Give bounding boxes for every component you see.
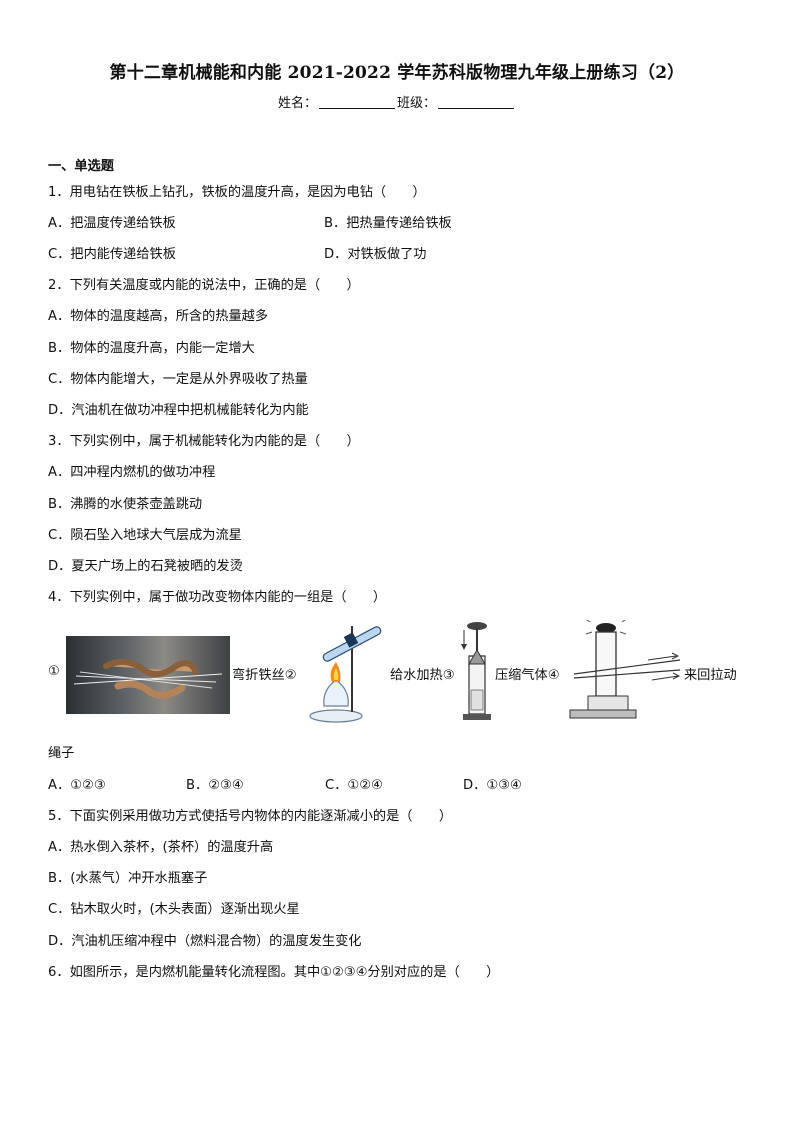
hands-bending-wire-icon — [73, 658, 223, 699]
fig1-marker: ① — [48, 664, 60, 679]
q4-option-a[interactable]: A．①②③ — [48, 778, 106, 793]
q1-option-c[interactable]: C．把内能传递给铁板 — [48, 247, 176, 262]
bending-wire-photo — [66, 636, 230, 714]
q5-option-d[interactable]: D．汽油机压缩冲程中（燃料混合物）的温度发生变化 — [48, 934, 362, 949]
q3-option-d[interactable]: D．夏天广场上的石凳被晒的发烫 — [48, 559, 243, 574]
fig3-caption: 压缩气体④ — [495, 668, 560, 683]
class-label: 班级： — [397, 96, 437, 111]
air-compression-cylinder-icon — [461, 622, 491, 720]
q1-option-b[interactable]: B．把热量传递给铁板 — [324, 216, 452, 231]
name-blank[interactable] — [319, 96, 395, 109]
q2-option-a[interactable]: A．物体的温度越高，所含的热量越多 — [48, 309, 269, 324]
q3-option-a[interactable]: A．四冲程内燃机的做功冲程 — [48, 465, 216, 480]
q2-option-d[interactable]: D．汽油机在做功冲程中把机械能转化为内能 — [48, 403, 309, 418]
page-title: 第十二章机械能和内能 2021-2022 学年苏科版物理九年级上册练习（2） — [109, 63, 685, 83]
q4-option-b[interactable]: B．②③④ — [186, 778, 244, 793]
question-4-stem: 4．下列实例中，属于做功改变物体内能的一组是（ ） — [48, 590, 387, 605]
q2-option-b[interactable]: B．物体的温度升高，内能一定增大 — [48, 341, 255, 356]
test-tube-heating-icon — [309, 626, 382, 723]
q5-option-c[interactable]: C．钻木取火时，(木头表面）逐渐出现火星 — [48, 902, 300, 917]
name-label: 姓名： — [277, 96, 317, 111]
q1-option-a[interactable]: A．把温度传递给铁板 — [48, 216, 176, 231]
q3-option-c[interactable]: C．陨石坠入地球大气层成为流星 — [48, 528, 242, 543]
fig4-caption: 来回拉动 — [684, 668, 737, 683]
fig4-caption-cont: 绳子 — [48, 746, 75, 761]
rope-friction-tube-icon — [569, 620, 681, 719]
fig2-caption: 给水加热③ — [390, 668, 455, 683]
q3-option-b[interactable]: B．沸腾的水使茶壶盖跳动 — [48, 497, 203, 512]
question-2-stem: 2．下列有关温度或内能的说法中，正确的是（ ） — [48, 278, 360, 293]
class-blank[interactable] — [438, 96, 515, 109]
q2-option-c[interactable]: C．物体内能增大，一定是从外界吸收了热量 — [48, 372, 308, 387]
question-6-stem: 6．如图所示，是内燃机能量转化流程图。其中①②③④分别对应的是（ ） — [48, 965, 500, 980]
q1-option-d[interactable]: D．对铁板做了功 — [324, 247, 427, 262]
q4-option-d[interactable]: D．①③④ — [463, 778, 522, 793]
student-info-bar: 姓名： 班级： — [0, 92, 794, 111]
q4-option-c[interactable]: C．①②④ — [325, 778, 383, 793]
fig1-caption: 弯折铁丝② — [232, 668, 297, 683]
question-5-stem: 5．下面实例采用做功方式使括号内物体的内能逐渐减小的是（ ） — [48, 809, 453, 824]
question-3-stem: 3．下列实例中，属于机械能转化为内能的是（ ） — [48, 434, 360, 449]
q5-option-a[interactable]: A．热水倒入茶杯，(茶杯）的温度升高 — [48, 840, 274, 855]
q5-option-b[interactable]: B．(水蒸气）冲开水瓶塞子 — [48, 871, 208, 886]
section-heading: 一、单选题 — [48, 159, 114, 174]
question-1-stem: 1．用电钻在铁板上钻孔，铁板的温度升高，是因为电钻（ ） — [48, 185, 426, 200]
q4-figure-row: ① 弯折铁丝② 给水加热③ — [48, 620, 748, 730]
